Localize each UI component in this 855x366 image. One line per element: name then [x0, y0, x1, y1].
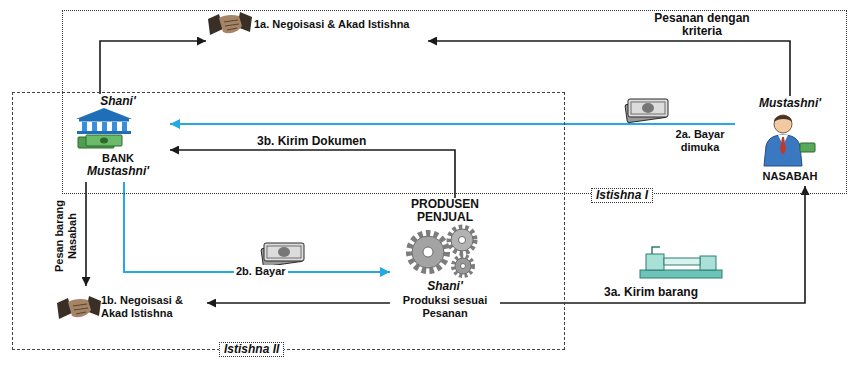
- flow-label: 3b. Kirim Dokumen: [255, 135, 368, 148]
- node-text: BANK: [66, 152, 170, 165]
- region-label: Istishna I: [591, 188, 653, 203]
- node-text: PRODUSEN PENJUAL: [390, 198, 500, 224]
- bank-icon: [76, 108, 132, 134]
- flow-label: 3a. Kirim barang: [602, 286, 700, 299]
- money-stack: [78, 135, 122, 148]
- flow-arrow: [500, 186, 805, 303]
- flow-label: Pesanan dengan kriteria: [640, 12, 764, 38]
- contract-box: 1a. Negoisasi & Akad Istishna: [206, 4, 428, 44]
- money-icon: [625, 99, 668, 123]
- node-text: Shani': [390, 280, 500, 293]
- party-box: Mustashni' NASABAH: [735, 96, 845, 186]
- node-text: Shani': [66, 95, 170, 108]
- node-text: Mustashni': [735, 97, 845, 110]
- flow-arrow: [170, 123, 735, 125]
- handshake-icon: [57, 296, 101, 319]
- gear-icon: [409, 227, 475, 276]
- node-text: 1a. Negoisasi & Akad Istishna: [254, 18, 409, 31]
- flow-arrow: [124, 182, 390, 272]
- money-icon: [261, 243, 304, 267]
- flow-arrow: [428, 41, 790, 96]
- region-label: Istishna II: [219, 342, 284, 357]
- node-text: Mustashni': [66, 165, 170, 178]
- flow-arrow: [170, 150, 455, 198]
- flow-arrow: [85, 182, 87, 286]
- party-box: PRODUSEN PENJUAL Shani'Produksi sesuai Pe…: [390, 198, 500, 320]
- customer-figure: [764, 115, 815, 166]
- product-icon: [640, 247, 722, 278]
- flow-label: 2b. Bayar: [234, 265, 288, 278]
- node-text: Produksi sesuai Pesanan: [390, 294, 500, 320]
- contract-region: Istishna II: [12, 92, 565, 350]
- party-box: Shani' BANKMustashni': [66, 94, 170, 182]
- node-text: NASABAH: [735, 170, 845, 183]
- handshake-icon: [208, 12, 252, 35]
- flow-arrow: [100, 41, 206, 94]
- flow-label: 2a. Bayar dimuka: [665, 128, 735, 154]
- node-text: 1b. Negoisasi & Akad Istishna: [101, 294, 203, 320]
- flow-arrow: [207, 302, 390, 304]
- contract-box: 1b. Negoisasi & Akad Istishna: [55, 286, 207, 332]
- flow-label: Pesan barang Nasabah: [53, 194, 79, 278]
